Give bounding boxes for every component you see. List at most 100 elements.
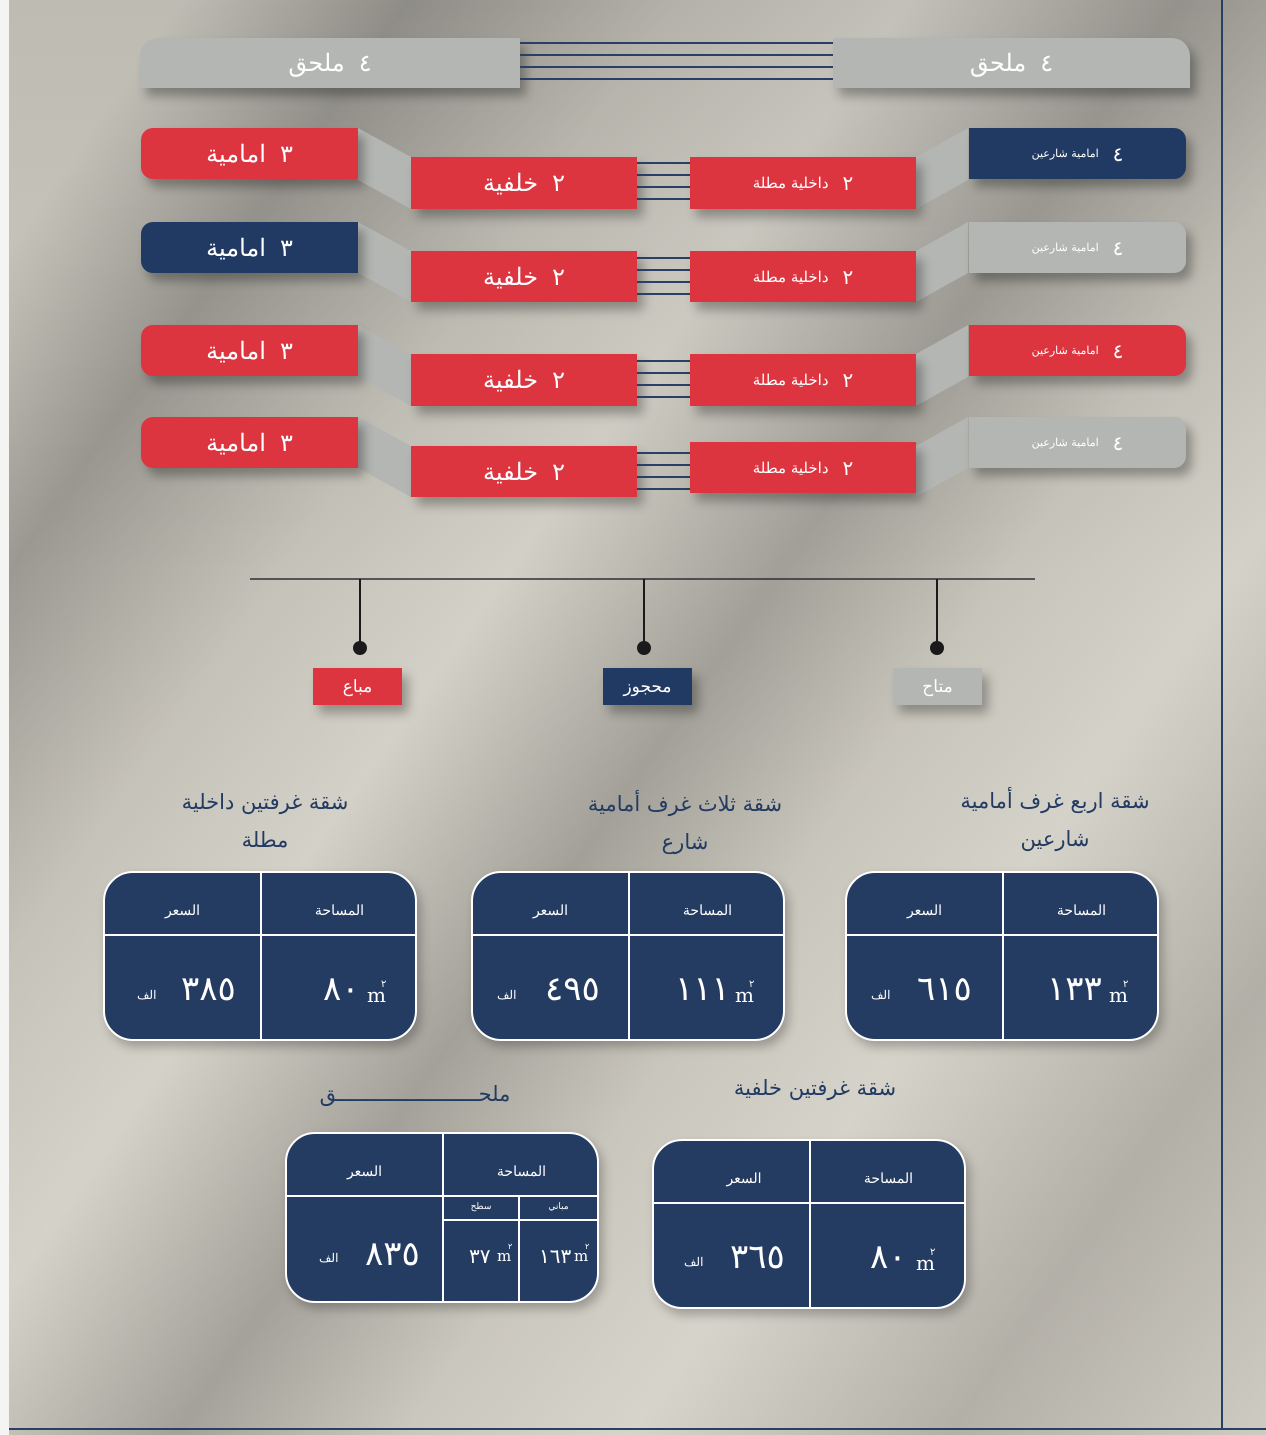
unit-type-label: امامية شارعين: [1031, 241, 1099, 254]
price-value: ٤٩٥: [545, 969, 600, 1009]
unit-row4-front4[interactable]: ٤ امامية شارعين: [969, 417, 1186, 468]
area-value: ١٣٣: [1047, 969, 1102, 1009]
unit-type-label: داخلية مطلة: [752, 371, 829, 389]
price-header: السعر: [346, 1164, 383, 1180]
unit-row3-inner2[interactable]: ٢ داخلية مطلة: [690, 354, 916, 406]
title-annex: ملحـــــــــــــــــــــــق: [319, 1082, 511, 1106]
price-unit: الف: [497, 988, 517, 1002]
unit-type-label: امامية شارعين: [1031, 436, 1099, 449]
unit-type-label: خلفية: [483, 169, 539, 197]
area-unit: m: [916, 1251, 935, 1275]
annex-left-label: ملحق: [288, 49, 345, 77]
title-two-rooms-inner: شقة غرفتين داخلية مطلة: [140, 783, 390, 859]
area-value: ٨٠: [870, 1237, 907, 1277]
price-unit: الف: [871, 988, 891, 1002]
unit-row1-back2[interactable]: ٢ خلفية: [411, 157, 637, 209]
card-two-rooms-back: السعر المساحة الف ٣٦٥ ٨٠ m ٢: [652, 1139, 966, 1309]
unit-type-label: امامية شارعين: [1031, 147, 1099, 160]
unit-row2-front4[interactable]: ٤ امامية شارعين: [969, 222, 1186, 273]
unit-rooms-count: ٢: [552, 457, 565, 486]
unit-rooms-count: ٣: [279, 336, 293, 365]
price-value: ٣٨٥: [181, 969, 236, 1009]
price-header: السعر: [906, 903, 943, 919]
price-unit: الف: [137, 988, 157, 1002]
built-value: ١٦٣: [539, 1244, 572, 1268]
roof-unit-sup: ٢: [508, 1242, 513, 1251]
unit-row4-front3[interactable]: ٣ امامية: [141, 417, 358, 468]
annex-right-num: ٤: [1040, 49, 1054, 77]
unit-type-label: امامية شارعين: [1031, 344, 1099, 357]
area-header: المساحة: [496, 1164, 547, 1180]
row1-link-lines: [637, 162, 690, 202]
unit-row3-back2[interactable]: ٢ خلفية: [411, 354, 637, 406]
built-unit-sup: ٢: [585, 1242, 590, 1251]
unit-rooms-count: ٢: [842, 264, 854, 289]
annex-left-box: ٤ ملحق: [140, 38, 520, 88]
price-value: ٣٦٥: [730, 1237, 785, 1277]
unit-type-label: داخلية مطلة: [752, 458, 829, 477]
area-unit: m: [735, 983, 754, 1007]
annex-link-lines: [520, 42, 833, 82]
row2-link-lines: [637, 257, 690, 297]
unit-type-label: داخلية مطلة: [752, 267, 829, 286]
unit-row1-inner2[interactable]: ٢ داخلية مطلة: [690, 157, 916, 209]
unit-rooms-count: ٢: [552, 169, 565, 197]
area-unit-sup: ٢: [749, 979, 755, 990]
card-two-rooms-inner: السعر المساحة الف ٣٨٥ ٨٠ m ٢: [103, 871, 417, 1041]
price-header: السعر: [164, 903, 201, 919]
title-line: شقة غرفتين داخلية: [181, 790, 349, 814]
unit-rooms-count: ٣: [279, 428, 293, 457]
title-line: شارع: [661, 830, 709, 854]
unit-row1-front3[interactable]: ٣ امامية: [141, 128, 358, 179]
roof-label: سطح: [470, 1202, 492, 1212]
unit-type-label: امامية: [206, 336, 266, 365]
price-header: السعر: [726, 1171, 762, 1187]
price-unit: الف: [319, 1251, 339, 1265]
unit-row3-front3[interactable]: ٣ امامية: [141, 325, 358, 376]
price-header: السعر: [532, 903, 569, 919]
left-margin-strip: [0, 0, 9, 1435]
title-line: شقة ثلاث غرف أمامية: [587, 792, 783, 816]
area-value: ١١١: [675, 969, 730, 1009]
unit-type-label: خلفية: [483, 457, 539, 486]
card-three-rooms: السعر المساحة الف ٤٩٥ ١١١ m ٢: [471, 871, 785, 1041]
annex-left-num: ٤: [358, 49, 372, 77]
annex-right-box: ٤ ملحق: [833, 38, 1190, 88]
unit-row2-back2[interactable]: ٢ خلفية: [411, 251, 637, 302]
right-border-line: [1221, 0, 1223, 1428]
area-header: المساحة: [863, 1171, 914, 1187]
title-line: شارعين: [1020, 827, 1090, 851]
title-three-rooms: شقة ثلاث غرف أمامية شارع: [560, 785, 810, 861]
bottom-border-line: [9, 1428, 1266, 1430]
unit-row2-front3[interactable]: ٣ امامية: [141, 222, 358, 273]
title-two-rooms-back: شقة غرفتين خلفية: [733, 1076, 897, 1100]
unit-row2-inner2[interactable]: ٢ داخلية مطلة: [690, 251, 916, 302]
unit-rooms-count: ٢: [842, 455, 854, 480]
unit-rooms-count: ٤: [1112, 338, 1124, 363]
price-value: ٨٣٥: [365, 1234, 420, 1274]
unit-rooms-count: ٤: [1112, 141, 1124, 166]
unit-rooms-count: ٢: [552, 262, 565, 291]
roof-unit: m: [497, 1247, 512, 1265]
legend-reserved: محجوز: [603, 668, 692, 705]
card-four-rooms: السعر المساحة الف ٦١٥ ١٣٣ m ٢: [845, 871, 1159, 1041]
area-header: المساحة: [1056, 903, 1107, 919]
unit-rooms-count: ٣: [279, 139, 293, 168]
unit-rooms-count: ٤: [1112, 235, 1124, 260]
legend-hanger-lines: [250, 578, 1035, 655]
unit-rooms-count: ٤: [1112, 430, 1124, 455]
row3-link-lines: [637, 360, 690, 400]
unit-type-label: داخلية مطلة: [752, 174, 829, 192]
unit-row4-back2[interactable]: ٢ خلفية: [411, 446, 637, 497]
connector-shapes: [358, 128, 968, 497]
unit-row3-front4[interactable]: ٤ امامية شارعين: [969, 325, 1186, 376]
area-value: ٨٠: [323, 969, 360, 1009]
unit-row1-front4[interactable]: ٤ امامية شارعين: [969, 128, 1186, 179]
built-label: مباني: [548, 1202, 569, 1212]
unit-type-label: امامية: [206, 428, 266, 457]
area-header: المساحة: [682, 903, 733, 919]
unit-row4-inner2[interactable]: ٢ داخلية مطلة: [690, 442, 916, 493]
unit-rooms-count: ٣: [279, 233, 293, 262]
title-line: مطلة: [241, 828, 289, 852]
